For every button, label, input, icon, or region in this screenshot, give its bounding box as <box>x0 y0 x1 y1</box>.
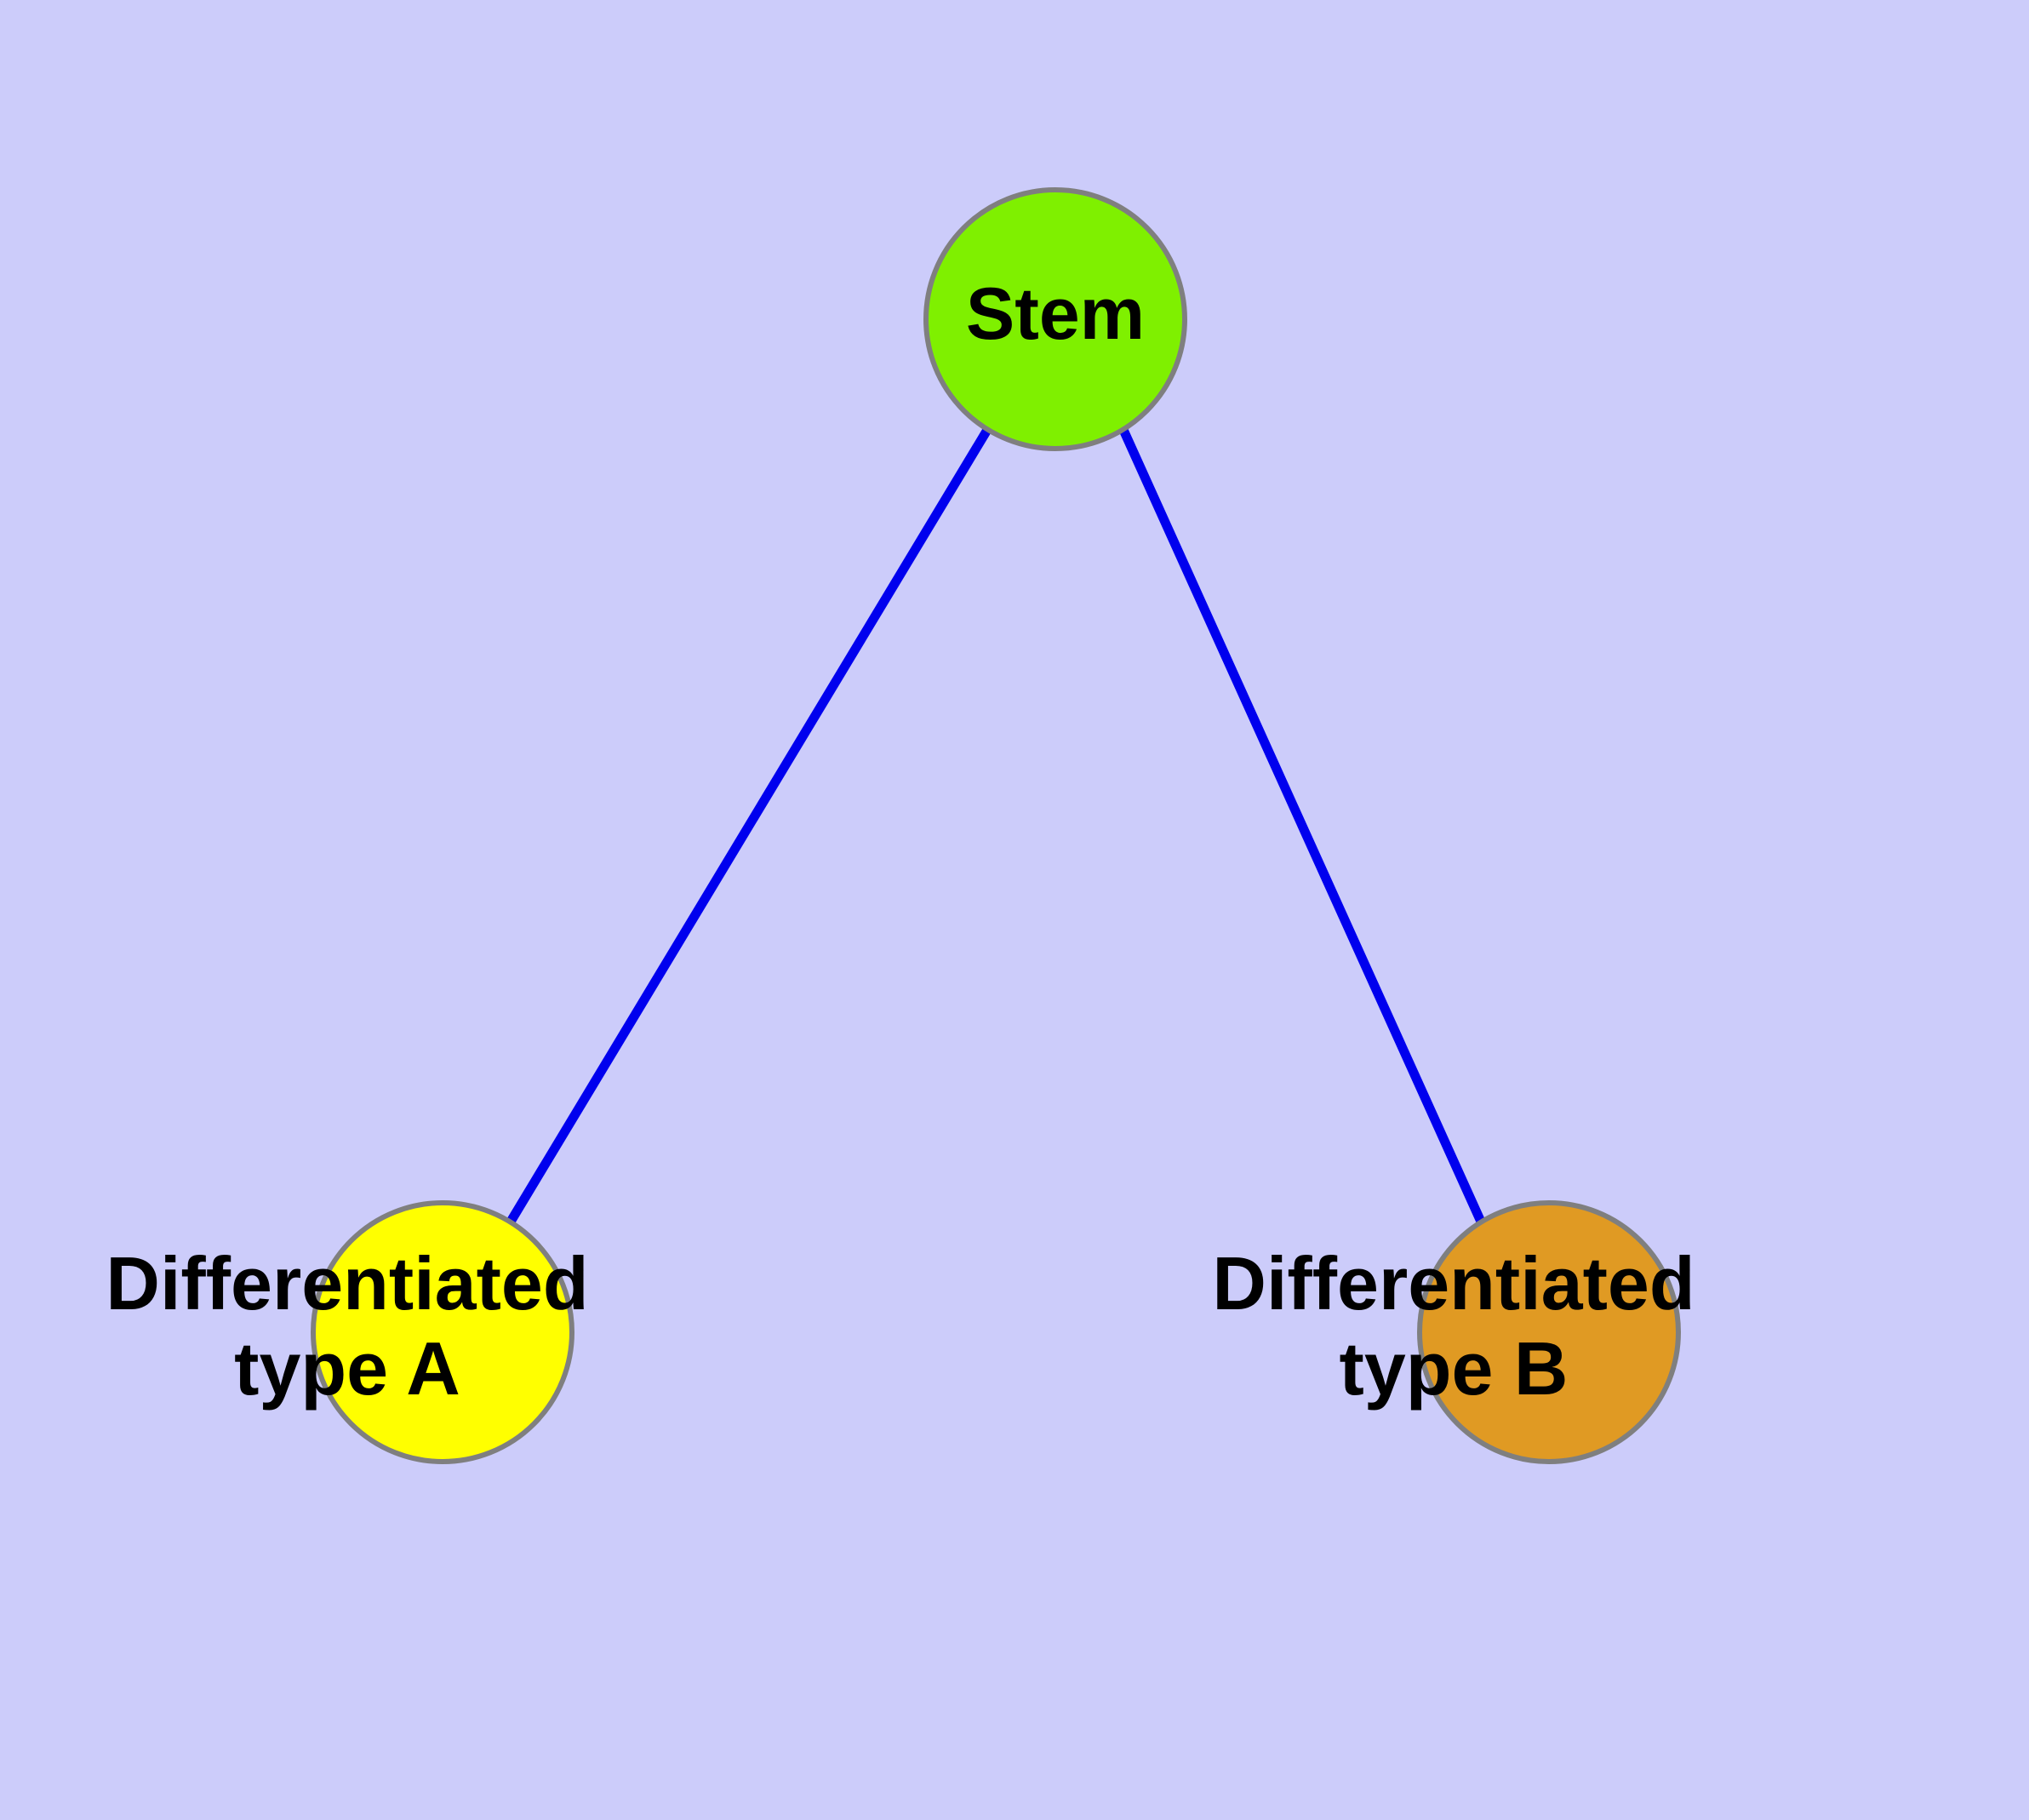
graph-node-label-line: type B <box>1340 1326 1569 1411</box>
graph-node-label-line: Stem <box>966 273 1145 355</box>
graph-node-diff_b[interactable] <box>1417 1200 1681 1464</box>
graph-edge-stem-to-a[interactable] <box>506 427 992 1224</box>
nodes-layer <box>311 187 1681 1464</box>
graph-node-label-line: Differentiated <box>1212 1241 1695 1325</box>
graph-node-diff_a[interactable] <box>311 1200 574 1464</box>
graph-node-label-stem: Stem <box>966 273 1145 355</box>
graph-node-label-line: type A <box>234 1326 460 1411</box>
graph-node-stem[interactable] <box>923 187 1187 451</box>
edges-layer <box>506 427 1486 1224</box>
graph-node-label-line: Differentiated <box>106 1241 588 1325</box>
graph-edge-stem-to-b[interactable] <box>1118 427 1486 1224</box>
